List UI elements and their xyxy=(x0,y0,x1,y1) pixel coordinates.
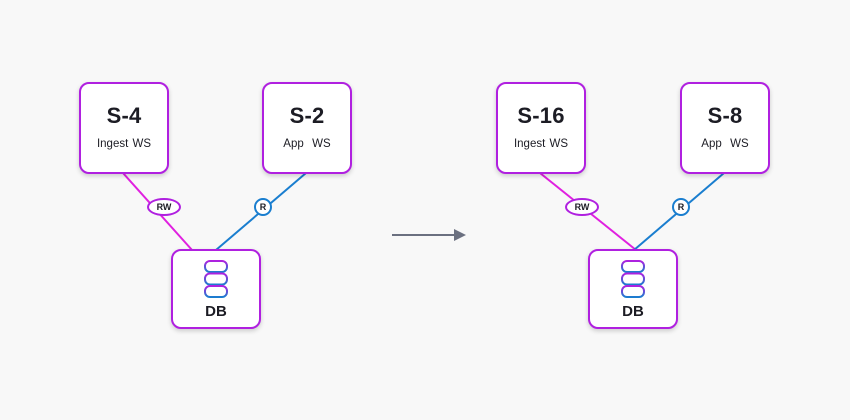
after-app-size: S-8 xyxy=(707,103,743,129)
before-ingest-node: S-4 Ingest WS xyxy=(79,82,169,174)
after-ingest-size: S-16 xyxy=(517,103,565,129)
after-app-node: S-8 App WS xyxy=(680,82,770,174)
before-app-node: S-2 App WS xyxy=(262,82,352,174)
after-r-badge: R xyxy=(672,198,690,216)
after-ingest-role: Ingest WS xyxy=(513,138,569,151)
before-db-label: DB xyxy=(205,302,227,320)
before-ingest-size: S-4 xyxy=(106,103,142,129)
before-ingest-role: Ingest WS xyxy=(96,138,152,151)
after-db-label: DB xyxy=(622,302,644,320)
after-app-role: App WS xyxy=(701,138,749,151)
before-app-role: App WS xyxy=(283,138,331,151)
database-icon xyxy=(204,259,228,298)
after-rw-badge: RW xyxy=(565,198,599,216)
after-ingest-node: S-16 Ingest WS xyxy=(496,82,586,174)
database-icon xyxy=(621,259,645,298)
transition-arrow-icon xyxy=(392,229,466,241)
before-rw-badge: RW xyxy=(147,198,181,216)
before-r-badge: R xyxy=(254,198,272,216)
before-app-size: S-2 xyxy=(289,103,325,129)
after-db-node: DB xyxy=(588,249,678,329)
before-db-node: DB xyxy=(171,249,261,329)
